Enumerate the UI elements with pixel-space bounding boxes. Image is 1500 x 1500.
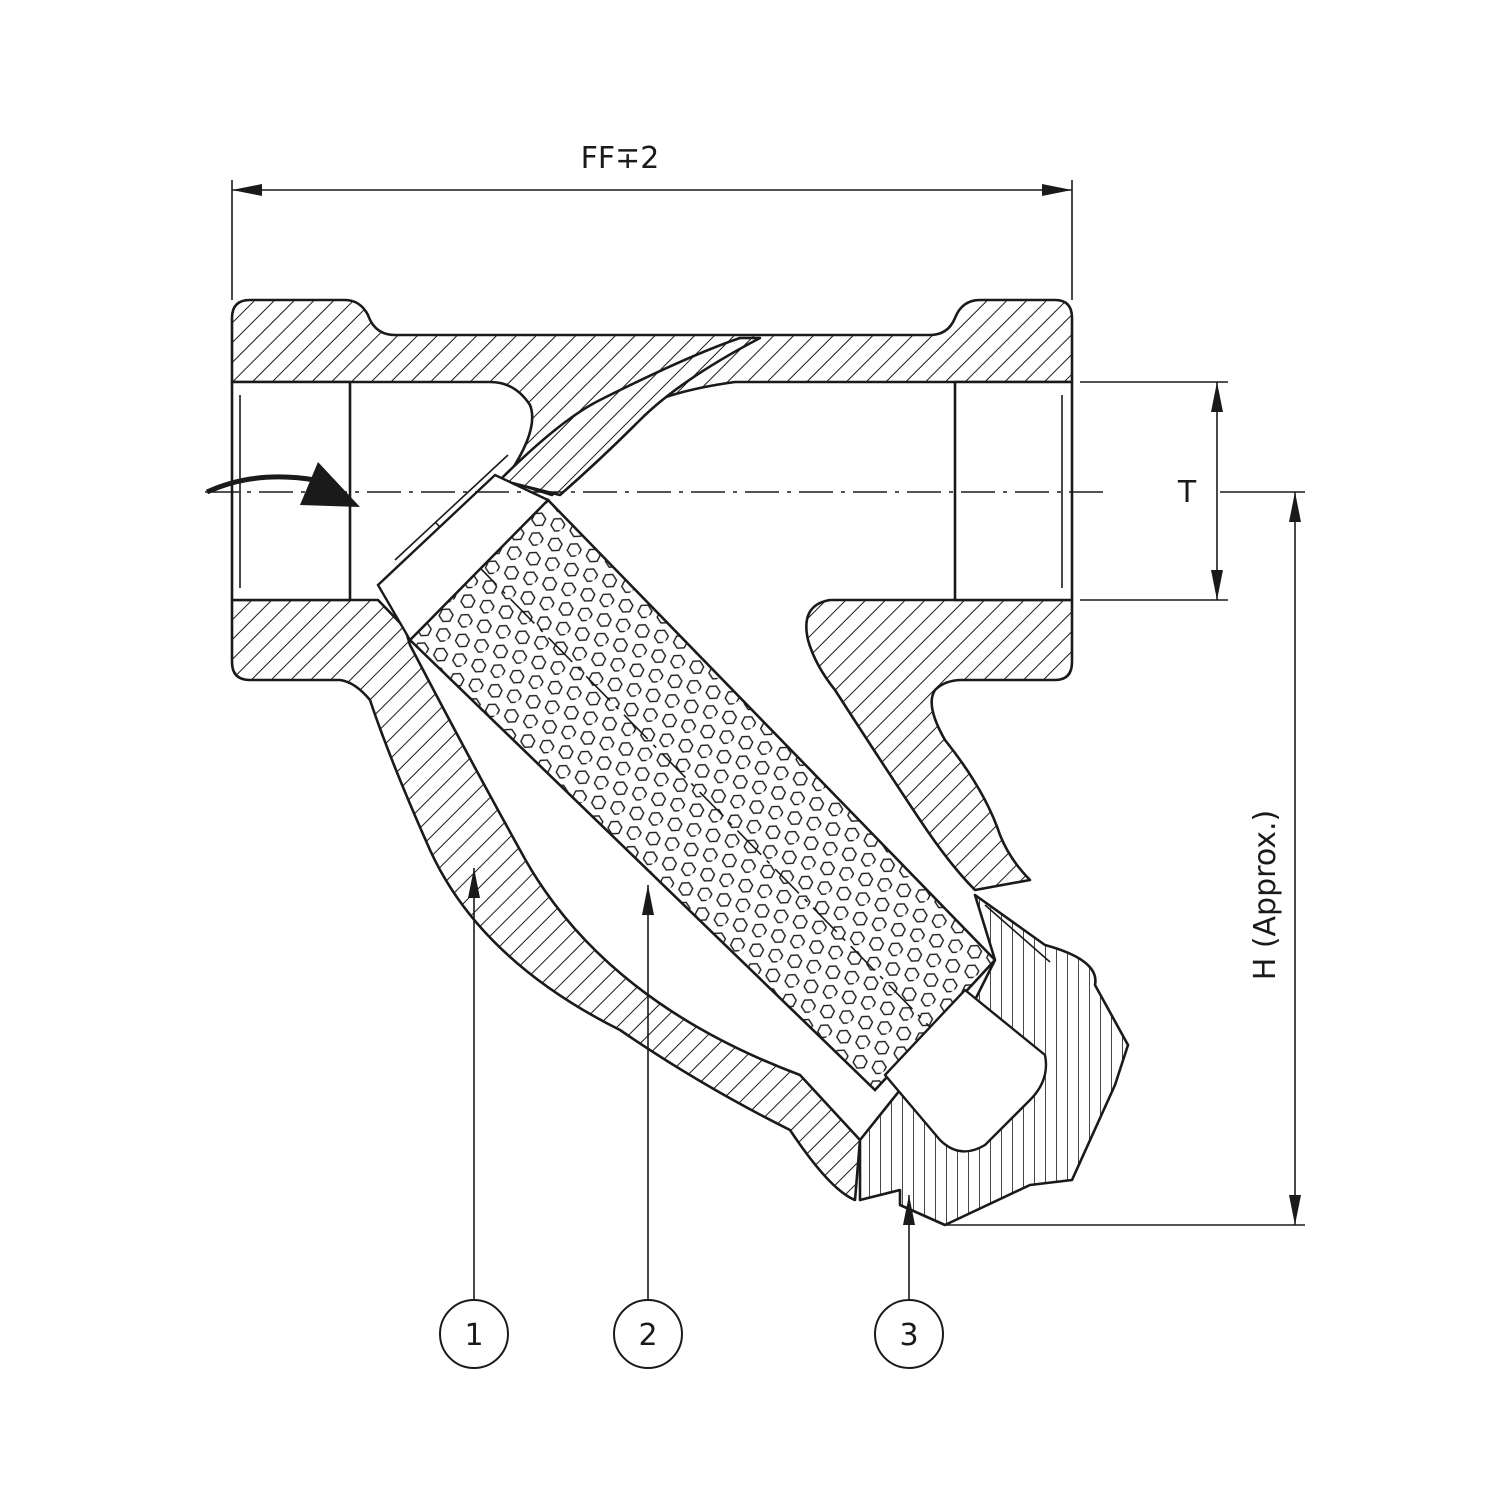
drain-plug [858,893,1130,1227]
callout-1: 1 [439,868,509,1369]
body-left-lower-wall [230,598,862,1202]
dimension-ff: FF∓2 [231,141,1073,300]
dimension-h: H (Approx.) [945,491,1305,1226]
callout-3: 3 [874,1195,944,1369]
strainer-screen [376,454,1076,1176]
callout-2: 2 [613,885,683,1369]
callout-1-label: 1 [464,1318,483,1353]
flow-arrow-icon [205,462,360,507]
body-right-lower-wall [805,598,1074,892]
dimension-t-label: T [1177,475,1197,510]
dimension-h-label: H (Approx.) [1248,810,1283,981]
callout-2-label: 2 [638,1318,657,1353]
dimension-ff-label: FF∓2 [581,141,660,176]
dimension-t: T [1080,381,1228,601]
valve-body [230,298,1074,1202]
outlet-bore [953,380,1074,602]
body-web [498,336,762,497]
callout-3-label: 3 [899,1318,918,1353]
